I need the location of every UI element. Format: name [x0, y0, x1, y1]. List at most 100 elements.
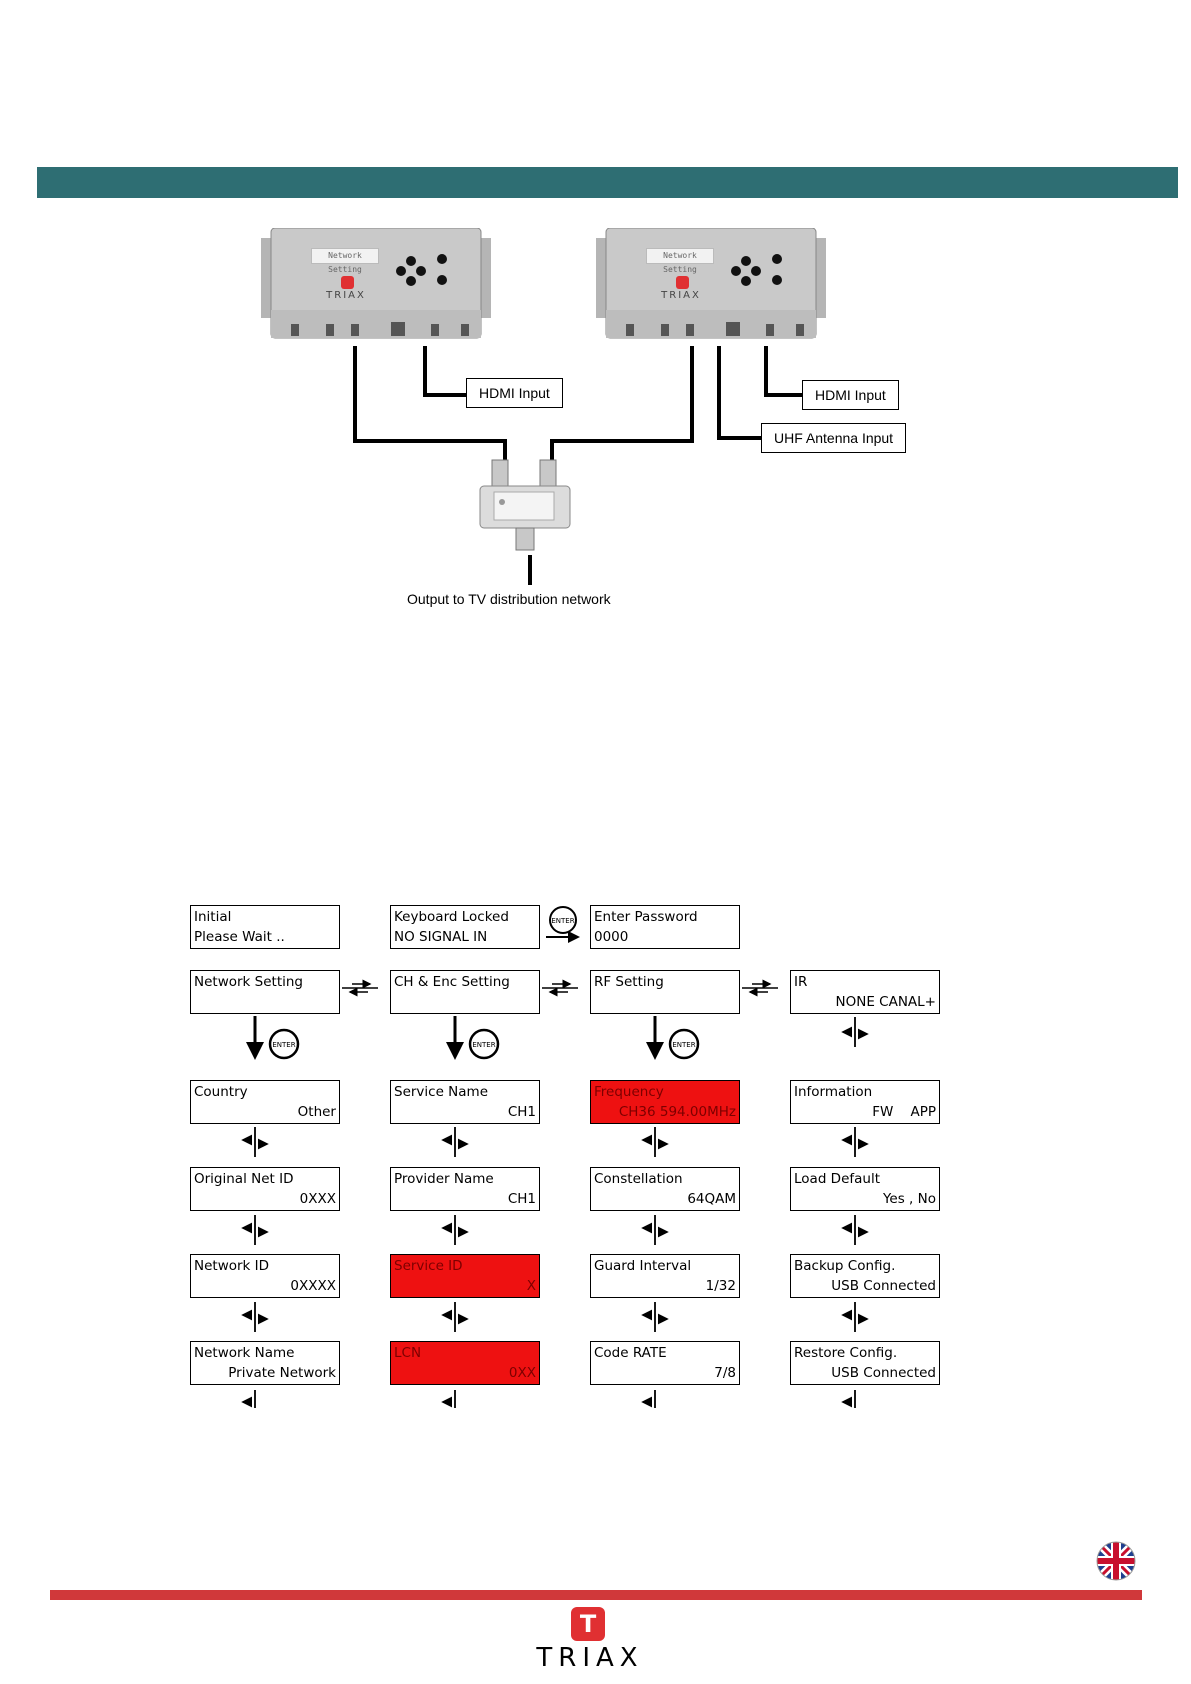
lcd-line2: 0XXX [299, 1191, 336, 1207]
lcd-enter-password: Enter Password 0000 [590, 905, 740, 949]
lcd-original-net-id: Original Net ID 0XXX [190, 1167, 340, 1211]
triax-logo-icon: T [571, 1607, 605, 1641]
lcd-restore-config: Restore Config. USB Connected [790, 1341, 940, 1385]
lcd-line1: Service ID [394, 1258, 463, 1274]
lcd-line2: USB Connected [831, 1365, 936, 1381]
lcd-line2: 0XX [508, 1365, 536, 1381]
device-screen-left: Network Setting [311, 248, 379, 274]
lcd-provider-name: Provider Name CH1 [390, 1167, 540, 1211]
lcd-line1: Provider Name [394, 1171, 494, 1187]
lcd-line1: Information [794, 1084, 873, 1100]
lcd-country: Country Other [190, 1080, 340, 1124]
lcd-network-setting: Network Setting [190, 970, 340, 1014]
lcd-service-name: Service Name CH1 [390, 1080, 540, 1124]
lcd-frequency: Frequency CH36 594.00MHz [590, 1080, 740, 1124]
svg-text:ENTER: ENTER [472, 1041, 495, 1049]
enter-badges: ENTER ENTER ENTER [268, 1028, 700, 1060]
lcd-line2: 0000 [594, 929, 629, 945]
modulator-device-right: Network Setting TRIAX [596, 228, 826, 346]
uk-flag-icon [1096, 1541, 1136, 1581]
lcd-line2: USB Connected [831, 1278, 936, 1294]
lcd-line2: Private Network [228, 1365, 336, 1381]
enter-down-arrows [246, 1016, 664, 1060]
lcd-line2: Other [297, 1104, 336, 1120]
logo-letter: T [579, 1610, 597, 1638]
lcd-line2: NO SIGNAL IN [394, 929, 488, 945]
lcd-line2: NONE CANAL+ [835, 994, 936, 1010]
lcd-initial: Initial Please Wait .. [190, 905, 340, 949]
lcd-line2: 64QAM [687, 1191, 736, 1207]
callout-hdmi-left: HDMI Input [466, 378, 563, 408]
lcd-line2: FW APP [872, 1104, 936, 1120]
lcd-line2: CH1 [507, 1104, 536, 1120]
lcd-line2: X [526, 1278, 536, 1294]
callout-uhf: UHF Antenna Input [761, 423, 907, 453]
device-body-left [261, 228, 491, 339]
lcd-backup-config: Backup Config. USB Connected [790, 1254, 940, 1298]
lcd-line1: Keyboard Locked [394, 909, 509, 925]
lcd-ir: IR NONE CANAL+ [790, 970, 940, 1014]
lcd-line1: Enter Password [594, 909, 698, 925]
lcd-rf-setting: RF Setting [590, 970, 740, 1014]
lcd-line1: Original Net ID [194, 1171, 294, 1187]
lcd-line1: Frequency [594, 1084, 664, 1100]
lcd-line1: Service Name [394, 1084, 489, 1100]
lcd-line1: Network Setting [194, 974, 303, 990]
cable-uhf-right [717, 346, 763, 440]
device-brand-left: TRIAX [326, 290, 366, 301]
diagram-caption: Output to TV distribution network [407, 591, 611, 607]
lcd-line1: Code RATE [594, 1345, 667, 1361]
lcd-network-name: Network Name Private Network [190, 1341, 340, 1385]
cable-right-rf [550, 346, 694, 470]
horizontal-nav-arrows [342, 979, 778, 997]
lcd-line1: Network ID [194, 1258, 270, 1274]
svg-text:ENTER: ENTER [672, 1041, 695, 1049]
lcd-lcn: LCN 0XX [390, 1341, 540, 1385]
cable-left-rf [353, 346, 507, 470]
lcd-line1: Country [194, 1084, 248, 1100]
lcd-line2: 1/32 [705, 1278, 736, 1294]
lcd-service-id: Service ID X [390, 1254, 540, 1298]
svg-text:ENTER: ENTER [272, 1041, 295, 1049]
lcd-information: Information FW APP [790, 1080, 940, 1124]
callout-hdmi-right: HDMI Input [802, 380, 899, 410]
lcd-line1: LCN [394, 1345, 422, 1361]
footer-bar [50, 1590, 1142, 1600]
device-screen-right: Network Setting [646, 248, 714, 274]
lcd-line1: Backup Config. [794, 1258, 896, 1274]
cable-diagram [353, 346, 804, 585]
lcd-line2: Please Wait .. [194, 929, 285, 945]
lcd-line1: Guard Interval [594, 1258, 692, 1274]
modulator-device-left: Network Setting TRIAX [261, 228, 491, 346]
enter-arrow-top: ENTER [546, 906, 580, 943]
lcd-line2: 0XXXX [290, 1278, 336, 1294]
lcd-load-default: Load Default Yes , No [790, 1167, 940, 1211]
lcd-network-id: Network ID 0XXXX [190, 1254, 340, 1298]
svg-text:ENTER: ENTER [551, 917, 574, 925]
lcd-line1: Load Default [794, 1171, 881, 1187]
device-body-right [596, 228, 826, 339]
lcd-constellation: Constellation 64QAM [590, 1167, 740, 1211]
section-header-bar [37, 167, 1178, 198]
device-brand-right: TRIAX [661, 290, 701, 301]
lcd-line1: Restore Config. [794, 1345, 898, 1361]
cable-hdmi-left [423, 346, 468, 397]
lcd-line2: 7/8 [714, 1365, 736, 1381]
lcd-line1: Network Name [194, 1345, 295, 1361]
footer-brand-name: TRIAX [536, 1643, 644, 1673]
lcd-line1: Initial [194, 909, 232, 925]
vertical-nav-arrows [241, 1017, 869, 1408]
cable-hdmi-right [764, 346, 804, 397]
lcd-line1: RF Setting [594, 974, 664, 990]
lcd-line1: Constellation [594, 1171, 683, 1187]
lcd-code-rate: Code RATE 7/8 [590, 1341, 740, 1385]
lcd-keyboard-locked: Keyboard Locked NO SIGNAL IN [390, 905, 540, 949]
menu-connectors: ENTER ENTER ENTER ENTER [241, 906, 869, 1408]
splitter [479, 459, 571, 551]
lcd-line2: CH36 594.00MHz [618, 1104, 736, 1120]
lcd-line2: CH1 [507, 1191, 536, 1207]
lcd-line2: Yes , No [882, 1191, 936, 1207]
lcd-line1: IR [794, 974, 808, 990]
lcd-line1: CH & Enc Setting [394, 974, 510, 990]
lcd-guard-interval: Guard Interval 1/32 [590, 1254, 740, 1298]
